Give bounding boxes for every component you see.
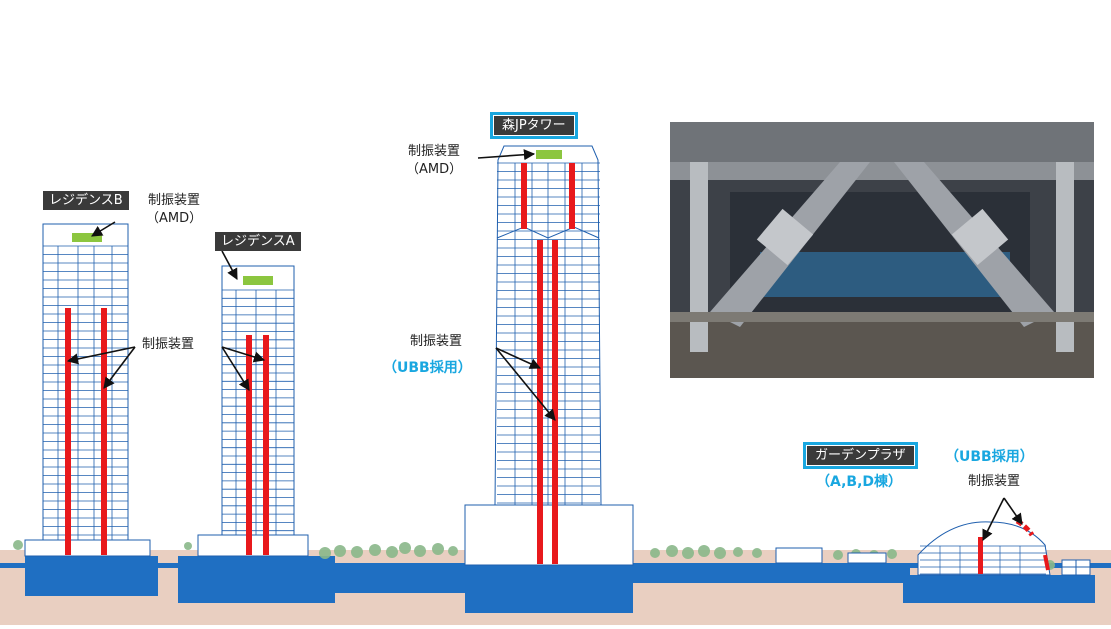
label-garden-plaza: ガーデンプラザ [803, 442, 918, 469]
note-ubb-garden-plaza: （UBB採用） [945, 449, 1034, 465]
damper-tower-upper-left [521, 163, 527, 229]
building-garden-plaza [917, 521, 1051, 576]
basement-residence-b [25, 556, 158, 596]
building-residence-a [197, 265, 309, 557]
note-damper-garden-plaza: 制振装置 [968, 474, 1021, 489]
label-residence-b: レジデンスB [43, 191, 129, 210]
note-damper-amd-tower: 制振装置 （AMD） [406, 144, 463, 177]
basement-connector [300, 565, 480, 593]
basement-mori-jp-tower [465, 565, 633, 613]
note-abd-buildings: （A,B,D棟） [816, 474, 903, 490]
trees [13, 540, 1055, 570]
amd-mori-jp-tower [536, 150, 562, 159]
basement-garden-plaza [903, 575, 1095, 603]
note-damper-tower: 制振装置 [410, 334, 463, 349]
low-structures [775, 547, 1091, 576]
building-mori-jp-tower [464, 145, 634, 566]
note-damper-amd-residence-b: 制振装置 （AMD） [146, 193, 203, 226]
damper-installation-photo [670, 122, 1094, 378]
note-ubb-tower: （UBB採用） [383, 360, 472, 376]
label-residence-a: レジデンスA [215, 232, 301, 251]
basement-east [630, 565, 910, 583]
amd-residence-a [243, 276, 273, 285]
damper-residence-a-left [246, 335, 252, 555]
note-damper-residence-b: 制振装置 [142, 337, 195, 352]
damper-residence-a-right [263, 335, 269, 555]
damper-residence-b-right [101, 308, 107, 555]
label-mori-jp-tower: 森JPタワー [490, 112, 578, 139]
amd-residence-b [72, 233, 102, 242]
damper-tower-upper-right [569, 163, 575, 229]
damper-garden-plaza-side [1043, 554, 1050, 571]
building-residence-b [24, 223, 151, 557]
damper-residence-b-left [65, 308, 71, 555]
damper-garden-plaza [978, 537, 983, 574]
leader-arrows [66, 149, 1023, 542]
damper-tower-lower-right [552, 240, 558, 564]
